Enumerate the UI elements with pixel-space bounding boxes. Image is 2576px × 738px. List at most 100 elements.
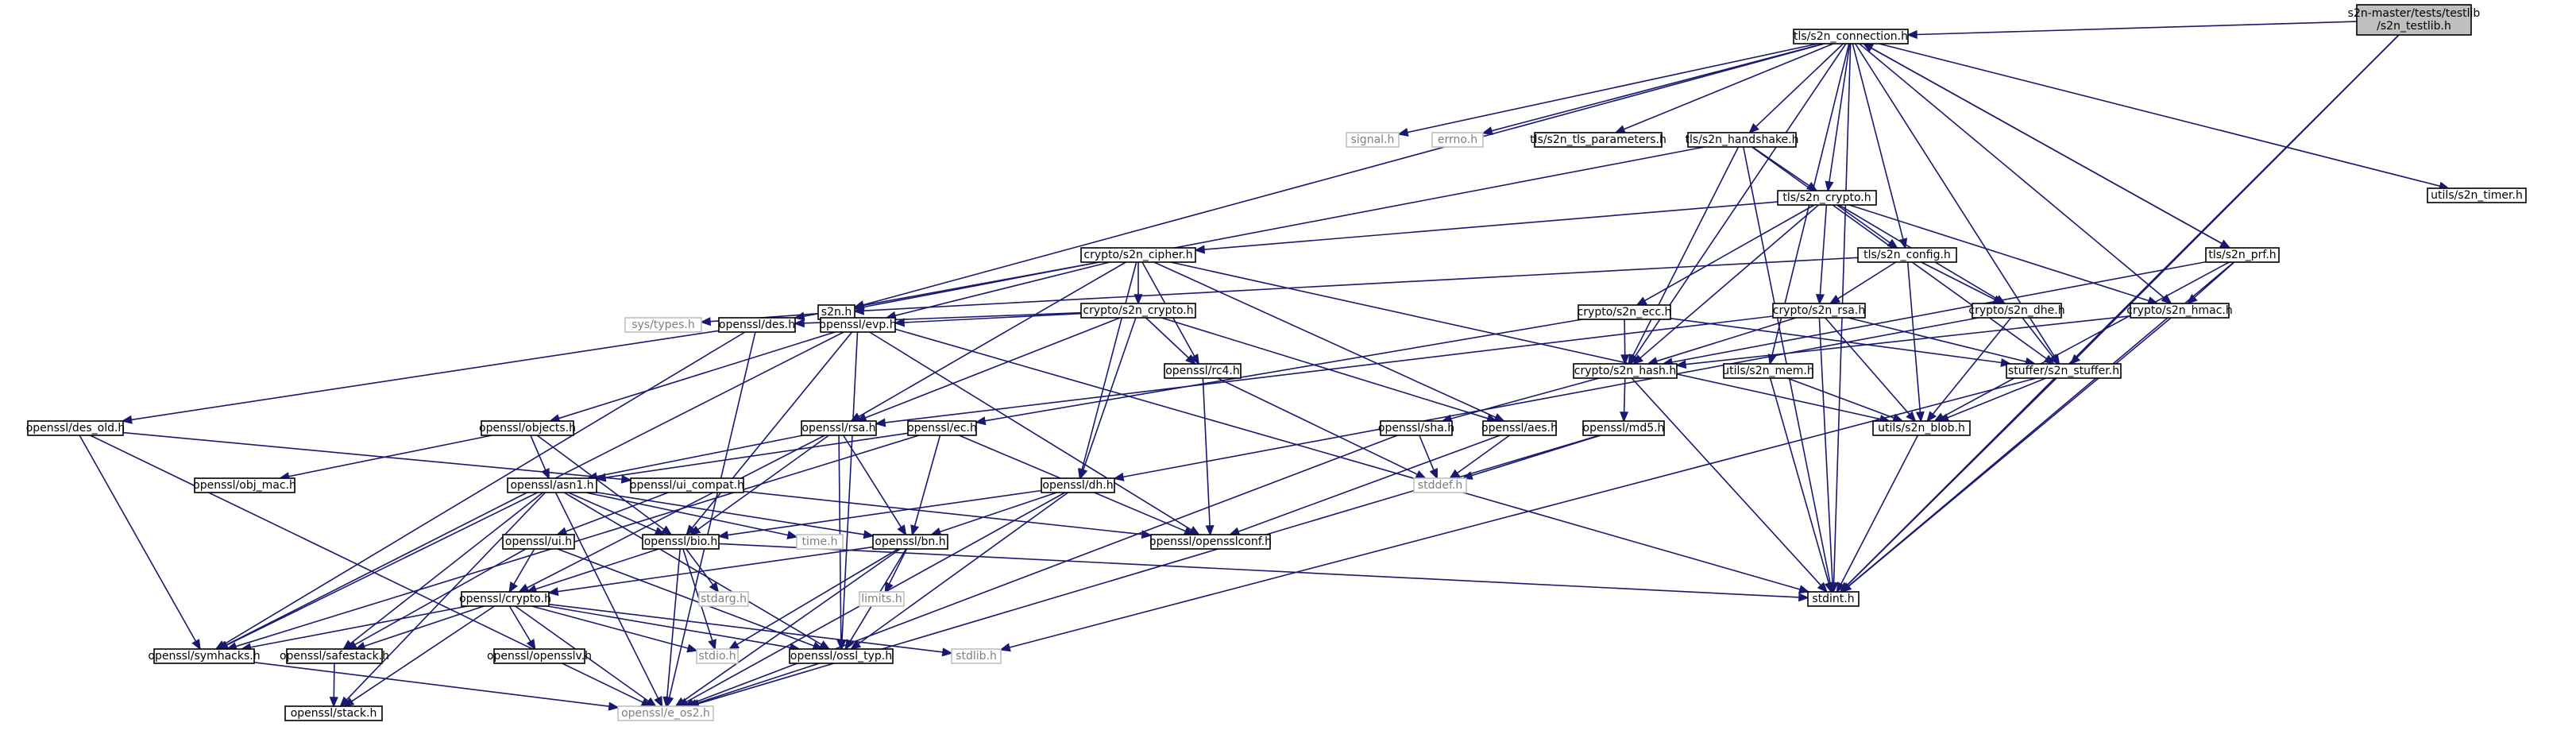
edge-line	[888, 548, 908, 585]
arrow-head	[121, 415, 133, 424]
node-tls-prf[interactable]: tls/s2n_prf.h	[2205, 247, 2280, 263]
node-ossl-des[interactable]: openssl/des.h	[718, 317, 796, 333]
arrow-head	[541, 468, 550, 480]
node-label: s2n.h	[821, 306, 852, 319]
node-ossl-symhacks[interactable]: openssl/symhacks.h	[148, 648, 261, 664]
node-crypto-cipher[interactable]: crypto/s2n_cipher.h	[1080, 247, 1196, 263]
arrow-head	[786, 531, 798, 539]
node-label: s2n-master/tests/testlib	[2348, 7, 2481, 20]
node-ossl-ui[interactable]: openssl/ui.h	[502, 534, 575, 550]
node-ossl-opensslconf[interactable]: openssl/opensslconf.h	[1149, 534, 1272, 550]
node-ossl-des-old[interactable]: openssl/des_old.h	[26, 420, 126, 436]
edge-ossl_rsa-to-ossl_bn	[843, 435, 907, 536]
node-ossl-bio[interactable]: openssl/bio.h	[642, 534, 720, 550]
node-ossl-obj-mac[interactable]: openssl/obj_mac.h	[193, 477, 296, 493]
node-ossl-typ[interactable]: openssl/ossl_typ.h	[789, 648, 894, 664]
node-label: openssl/ossl_typ.h	[790, 650, 892, 663]
edge-line	[536, 435, 665, 531]
edge-tls_conn-to-utils_timer	[1879, 43, 2450, 191]
node-tls-conn[interactable]: tls/s2n_connection.h	[1793, 29, 1909, 44]
edge-ossl_bio-to-ossl_e_os2	[662, 548, 681, 708]
edge-line	[1819, 204, 1828, 296]
node-label: openssl/ec.h	[907, 422, 977, 435]
node-label: stuffer/s2n_stuffer.h	[2008, 365, 2119, 377]
arrow-head	[844, 639, 855, 651]
edge-line	[557, 546, 874, 593]
node-ossl-safestack[interactable]: openssl/safestack.h	[280, 648, 389, 664]
node-utils-mem[interactable]: utils/s2n_mem.h	[1722, 363, 1814, 379]
node-label: openssl/des_old.h	[26, 422, 126, 435]
node-ossl-asn1[interactable]: openssl/asn1.h	[507, 477, 597, 493]
node-crypto-ecc[interactable]: crypto/s2n_ecc.h	[1578, 304, 1672, 320]
node-errno: errno.h	[1431, 132, 1484, 148]
node-stdint[interactable]: stdint.h	[1807, 591, 1860, 607]
arrow-head	[897, 524, 907, 536]
node-label: crypto/s2n_ecc.h	[1578, 306, 1672, 319]
node-crypto-hash[interactable]: crypto/s2n_hash.h	[1573, 363, 1678, 379]
node-tls-hs[interactable]: tls/s2n_handshake.h	[1686, 132, 1799, 148]
node-label: crypto/s2n_hmac.h	[2126, 304, 2233, 317]
node-ossl-ec[interactable]: openssl/ec.h	[907, 420, 977, 436]
arrow-head	[1675, 360, 1687, 369]
node-ossl-objects[interactable]: openssl/objects.h	[479, 420, 576, 436]
arrow-head	[661, 525, 673, 536]
edge-line	[1238, 435, 1500, 532]
node-label: sys/types.h	[631, 319, 694, 331]
arrow-head	[1798, 593, 1809, 602]
node-label: stdio.h	[698, 650, 736, 663]
edge-line	[1623, 377, 1626, 413]
node-ossl-sha[interactable]: openssl/sha.h	[1378, 420, 1454, 436]
node-box	[2006, 363, 2122, 379]
node-ossl-crypto[interactable]: openssl/crypto.h	[459, 591, 551, 607]
node-utils-timer[interactable]: utils/s2n_timer.h	[2427, 187, 2527, 203]
node-box	[624, 317, 702, 333]
node-root[interactable]: s2n-master/tests/testlib/s2n_testlib.h	[2348, 4, 2481, 36]
node-box	[617, 705, 714, 721]
node-ossl-aes[interactable]: openssl/aes.h	[1481, 420, 1558, 436]
edge-line	[1848, 204, 2149, 302]
arrow-head	[2161, 294, 2172, 305]
node-ossl-bn[interactable]: openssl/bn.h	[872, 534, 948, 550]
node-ossl-evp[interactable]: openssl/evp.h	[819, 317, 897, 333]
node-label: openssl/md5.h	[1583, 422, 1665, 435]
node-tls-crypto[interactable]: tls/s2n_crypto.h	[1777, 190, 1877, 206]
node-crypto-dhe[interactable]: crypto/s2n_dhe.h	[1968, 303, 2065, 319]
edge-line	[1122, 317, 1979, 478]
node-crypto-rsa[interactable]: crypto/s2n_rsa.h	[1772, 303, 1866, 319]
node-label: tls/s2n_tls_parameters.h	[1530, 133, 1666, 146]
node-ossl-ui-compat[interactable]: openssl/ui_compat.h	[630, 477, 744, 493]
edge-line	[1840, 435, 1919, 585]
edge-line	[743, 490, 1143, 535]
node-crypto-hmac[interactable]: crypto/s2n_hmac.h	[2126, 303, 2233, 319]
edge-line	[1916, 21, 2358, 36]
edge-ossl_ec-to-ossl_bn	[910, 435, 941, 536]
node-box	[1872, 420, 1971, 436]
edge-tls_prf-to-utils_blob	[1933, 261, 2230, 422]
node-label: errno.h	[1438, 133, 1477, 146]
node-label: openssl/asn1.h	[510, 479, 593, 492]
node-ossl-rsa[interactable]: openssl/rsa.h	[801, 420, 877, 436]
node-ossl-dh[interactable]: openssl/dh.h	[1041, 477, 1115, 493]
node-tls-params[interactable]: tls/s2n_tls_parameters.h	[1530, 132, 1666, 148]
node-ossl-rc4[interactable]: openssl/rc4.h	[1164, 363, 1242, 379]
edge-line	[513, 548, 535, 585]
node-label: stdarg.h	[701, 593, 747, 605]
arrow-head	[1748, 122, 1759, 134]
edge-crypto_rsa-to-utils_blob	[1825, 317, 1917, 423]
edge-ossl_aes-to-stddef	[1448, 435, 1510, 480]
arrow-head	[708, 639, 716, 651]
node-stuffer[interactable]: stuffer/s2n_stuffer.h	[2006, 363, 2122, 379]
edge-line	[1631, 377, 1821, 586]
node-box	[1164, 363, 1242, 379]
node-ossl-md5[interactable]: openssl/md5.h	[1582, 420, 1665, 436]
node-crypto-crypto[interactable]: crypto/s2n_crypto.h	[1080, 303, 1196, 319]
edge-utils_blob-to-stdint	[1836, 435, 1919, 593]
node-label: openssl/opensslconf.h	[1149, 535, 1272, 548]
node-utils-blob[interactable]: utils/s2n_blob.h	[1872, 420, 1971, 436]
arrow-head	[1194, 245, 1206, 254]
node-ossl-opensslv[interactable]: openssl/opensslv.h	[487, 648, 592, 664]
node-ossl-stack[interactable]: openssl/stack.h	[284, 705, 383, 721]
node-label: crypto/s2n_rsa.h	[1773, 304, 1865, 317]
node-tls-config[interactable]: tls/s2n_config.h	[1857, 247, 1957, 263]
edge-line	[546, 605, 791, 648]
